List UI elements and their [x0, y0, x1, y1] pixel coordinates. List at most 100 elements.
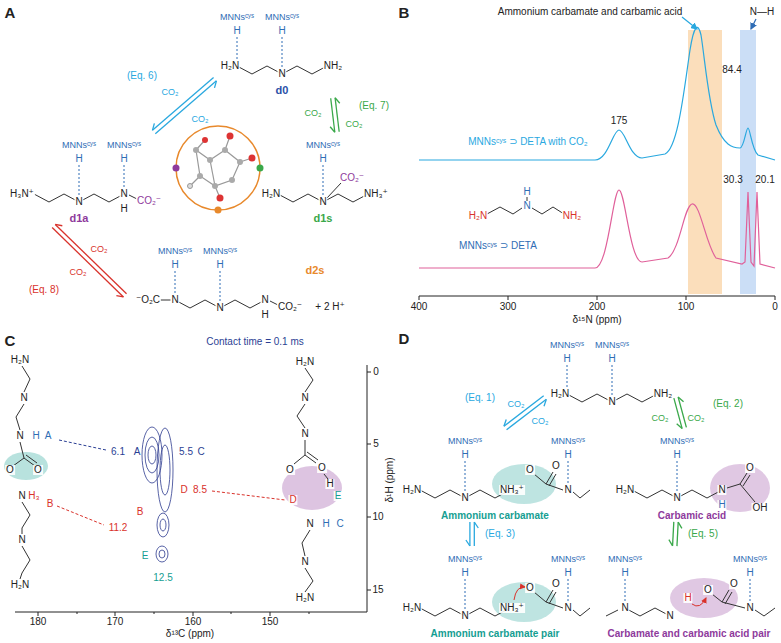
figure-label: 11.2	[109, 523, 128, 533]
atom-label: H	[232, 26, 241, 36]
figure-part	[367, 517, 371, 518]
figure-part	[202, 137, 208, 143]
species-name: d0	[275, 85, 290, 96]
atom-label: H	[563, 568, 572, 578]
figure-part	[202, 133, 256, 202]
figure-part	[13, 366, 328, 592]
atom-label: H	[562, 354, 571, 364]
figure-label: NH₂	[562, 211, 582, 221]
equilibrium-arrow	[52, 224, 126, 297]
figure-part	[55, 224, 126, 293]
equation-label: (Eq. 7)	[359, 101, 389, 111]
figure-part	[227, 133, 234, 140]
figure-label: CO₂	[346, 120, 363, 129]
atom-label: H	[277, 26, 286, 36]
structure-node: MNNsᶜʸˢHCO₂⁻H₂NNNH₃⁺d1s	[256, 132, 391, 226]
figure-part	[55, 224, 62, 225]
figure-label: 200	[589, 302, 606, 312]
equation-label: (Eq. 1)	[465, 393, 495, 403]
panel-letter: C	[5, 333, 16, 348]
figure-part	[193, 612, 194, 616]
figure-part	[116, 296, 123, 297]
figure-part	[188, 184, 193, 189]
figure-part	[142, 427, 173, 562]
bond	[722, 590, 729, 602]
figure-part	[215, 81, 217, 88]
figure-part	[367, 365, 368, 612]
figure-part	[669, 540, 673, 546]
atom-label: MNNsᶜʸˢ	[732, 555, 768, 564]
figure-label: 100	[678, 302, 695, 312]
atom-label: H	[215, 260, 224, 270]
species-name: Ammonium carbamate	[440, 511, 550, 521]
figure-part	[544, 399, 546, 406]
equation-label: (Eq. 2)	[713, 399, 743, 409]
figure-label: H₂N	[468, 211, 488, 221]
highlight-ellipse	[492, 582, 556, 622]
bond	[573, 490, 590, 498]
atom-label: N	[170, 295, 179, 305]
figure-part	[504, 419, 506, 426]
figure-label: 84.4	[722, 65, 741, 75]
figure-part	[335, 98, 340, 103]
figure-part	[305, 455, 316, 463]
figure-part	[212, 491, 285, 500]
hydrogen-bond	[567, 365, 568, 387]
species-name: Carbamic acid	[657, 511, 727, 521]
structure-node: MNNsᶜʸˢHMNNsᶜʸˢHH₂NNNH₃⁺OONAmmonium carb…	[398, 546, 593, 640]
atom-label: N	[563, 603, 572, 613]
figure-label: N	[305, 519, 314, 529]
figure-part	[419, 296, 775, 300]
nmr-2d-spectrum	[4, 365, 371, 616]
figure-part	[217, 195, 224, 202]
figure-label: MNNsᶜʸˢ ⊃ DETA	[459, 241, 537, 251]
figure-part	[215, 207, 222, 214]
atom-label: O	[551, 579, 561, 589]
figure-part	[159, 550, 165, 558]
equilibrium-arrow	[674, 397, 686, 429]
figure-label: CO₂	[532, 417, 549, 426]
figure-part	[173, 165, 180, 172]
atom-label: N	[260, 295, 269, 305]
figure-label: H₃	[27, 491, 40, 501]
figure-part	[367, 590, 371, 591]
nmr-1d-spectra	[419, 17, 775, 300]
atom-label: H	[119, 154, 128, 164]
figure-label: CO₂	[305, 109, 322, 118]
figure-part	[212, 183, 218, 189]
atom-label: O	[525, 465, 535, 475]
hydrogen-bond	[237, 37, 238, 59]
figure-label: D	[288, 495, 297, 505]
figure-part	[419, 27, 775, 160]
figure-part	[466, 540, 470, 546]
panel-letter: B	[399, 5, 410, 20]
species-name: Carbamate and carbamic acid pair	[607, 629, 772, 639]
figure-part	[487, 197, 564, 214]
atom-label: H	[620, 568, 629, 578]
atom-label: H	[672, 450, 681, 460]
species-name: Ammonium carbamate pair	[430, 629, 561, 639]
atom-label: NH₃⁺	[363, 189, 389, 199]
figure-part	[148, 446, 156, 464]
hydrogen-bond	[79, 165, 80, 195]
atom-label: N	[277, 69, 286, 79]
atom-label: N	[620, 603, 629, 613]
atom-label: CO₂⁻	[339, 173, 365, 183]
equilibrium-arrow	[466, 522, 478, 546]
figure-label: B	[46, 499, 55, 509]
figure-label: CO₂	[652, 414, 669, 423]
figure-label: 5.5	[179, 447, 193, 457]
atom-label: N	[563, 485, 572, 495]
figure-part	[282, 466, 342, 510]
atom-label: H	[460, 568, 469, 578]
figure-part	[22, 502, 30, 534]
atom-label: NH₂	[323, 61, 343, 71]
atom-label: MNNsᶜʸˢ	[202, 247, 238, 256]
figure-part	[115, 612, 116, 616]
figure-part	[597, 296, 598, 300]
equilibrium-arrow	[152, 78, 216, 134]
hydrogen-bond	[465, 579, 466, 609]
figure-label: N	[300, 393, 309, 403]
